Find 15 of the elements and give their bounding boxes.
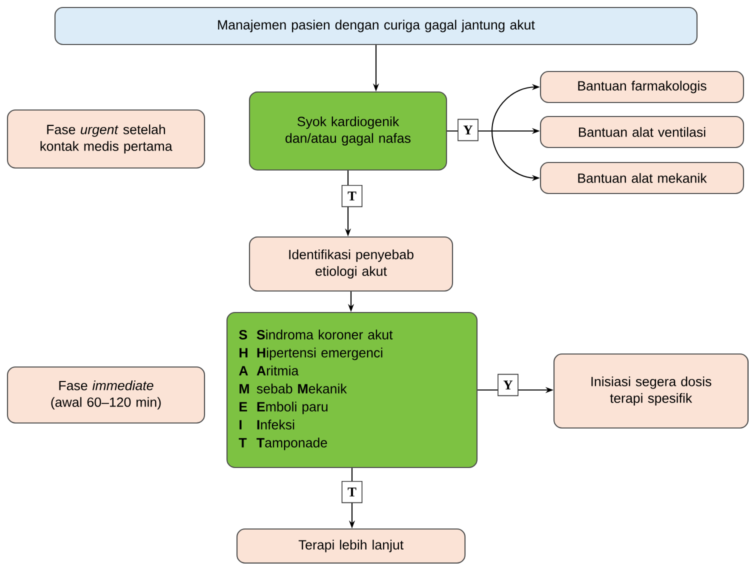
title-box: Manajemen pasien dengan curiga gagal jantung akut: [54, 6, 698, 46]
phase-box: Fase urgent setelah kontak medis pertama: [6, 109, 206, 169]
action-box: Bantuan alat mekanik: [540, 162, 744, 194]
edge-label: T: [342, 480, 362, 504]
process-box: Identifikasi penyebab etiologi akut: [248, 236, 454, 292]
edge-label: Y: [458, 118, 478, 142]
phase-box: Fase immediate (awal 60–120 min): [6, 366, 206, 424]
checklist-box: S Sindroma koroner akut H Hipertensi emergenci A Aritmia M sebab Mekanik E Emboli paru I Infeksi T Tamponade: [226, 312, 478, 468]
edge-label: T: [342, 184, 362, 208]
edge-label: Y: [498, 374, 518, 396]
action-box: Bantuan alat ventilasi: [540, 116, 744, 148]
process-box: Terapi lebih lanjut: [236, 528, 466, 564]
action-box: Bantuan farmakologis: [540, 70, 744, 104]
decision-box: Syok kardiogenik dan/atau gagal nafas: [248, 91, 448, 171]
action-box: Inisiasi segera dosis terapi spesifik: [553, 353, 749, 429]
